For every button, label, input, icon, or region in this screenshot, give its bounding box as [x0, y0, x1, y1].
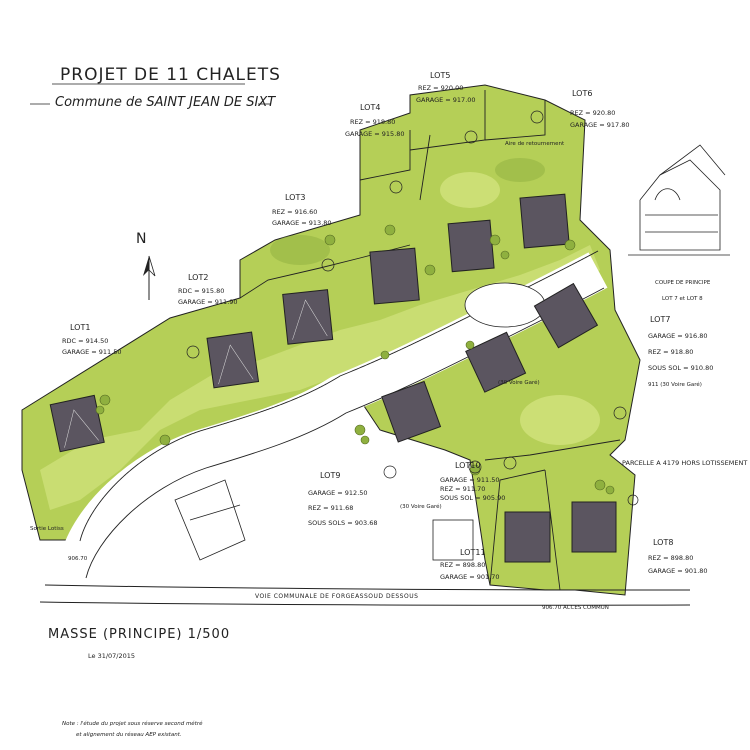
- plan-subtitle: Commune de SAINT JEAN DE SIXT: [55, 95, 276, 110]
- lot-labels: LOT1 RDC = 914.50 GARAGE = 911.50 LOT2 R…: [62, 71, 713, 581]
- svg-text:SOUS SOLS = 903.68: SOUS SOLS = 903.68: [308, 519, 378, 527]
- main-road: VOIE COMMUNALE DE FORGEASSOUD DESSOUS: [39, 584, 691, 606]
- north-arrow: N: [136, 231, 156, 300]
- svg-text:GARAGE = 917.80: GARAGE = 917.80: [570, 121, 630, 129]
- svg-text:GARAGE = 911.90: GARAGE = 911.90: [178, 298, 238, 306]
- chalets: [49, 193, 617, 563]
- internal-road: [60, 250, 608, 579]
- stat-label-2: (30 Voire Garé): [498, 379, 540, 386]
- chalet-lot1: [49, 394, 105, 453]
- svg-text:REZ = 911.70: REZ = 911.70: [440, 485, 485, 493]
- lot2-label: LOT2 RDC = 915.80 GARAGE = 911.90: [178, 273, 238, 306]
- aire-label: Aire de retournement: [505, 141, 565, 147]
- svg-text:REZ = 898.80: REZ = 898.80: [440, 561, 485, 569]
- chalet-lot6: [519, 193, 570, 249]
- svg-text:REZ = 920.00: REZ = 920.00: [418, 84, 463, 92]
- svg-text:GARAGE = 915.80: GARAGE = 915.80: [345, 130, 405, 138]
- svg-text:GARAGE = 901.70: GARAGE = 901.70: [440, 573, 500, 581]
- svg-text:RDC = 914.50: RDC = 914.50: [62, 337, 108, 345]
- svg-text:LOT10: LOT10: [455, 461, 481, 470]
- lot8-label: LOT8 REZ = 898.80 GARAGE = 901.80: [648, 538, 708, 575]
- entree-cote: 906.70: [68, 556, 88, 562]
- svg-text:LOT5: LOT5: [430, 71, 450, 80]
- chalet-lot7: [533, 282, 599, 349]
- note-line-1: Note : l'étude du projet sous réserve se…: [62, 720, 203, 727]
- svg-text:LOT3: LOT3: [285, 193, 305, 202]
- svg-text:REZ = 916.60: REZ = 916.60: [272, 208, 317, 216]
- chalet-lot2: [206, 331, 260, 389]
- scale-label: MASSE (PRINCIPE) 1/500: [48, 627, 230, 642]
- svg-text:REZ = 918.80: REZ = 918.80: [350, 118, 395, 126]
- chalet-lot11: [571, 501, 617, 553]
- svg-text:LOT8: LOT8: [653, 538, 673, 547]
- svg-text:GARAGE = 911.50: GARAGE = 911.50: [440, 476, 500, 484]
- chalet-lot8: [465, 331, 527, 393]
- lot9-label: LOT9 GARAGE = 912.50 REZ = 911.68 SOUS S…: [308, 471, 378, 527]
- lot5-label: LOT5 REZ = 920.00 GARAGE = 917.00: [416, 71, 476, 104]
- date-label: Le 31/07/2015: [88, 652, 135, 660]
- svg-text:GARAGE = 901.80: GARAGE = 901.80: [648, 567, 708, 575]
- lot7-label: LOT7 GARAGE = 916.80 REZ = 918.80 SOUS S…: [648, 315, 713, 388]
- chalet-lot10: [504, 511, 551, 563]
- entree-label: Sortie Lotiss: [30, 526, 64, 532]
- chalet-lot9: [381, 380, 442, 443]
- trees: [95, 224, 615, 495]
- svg-text:LOT4: LOT4: [360, 103, 380, 112]
- svg-text:911 (30 Voire Garé): 911 (30 Voire Garé): [648, 381, 702, 388]
- svg-text:SOUS SOL = 910.80: SOUS SOL = 910.80: [648, 364, 713, 372]
- lot11-label: LOT11 REZ = 898.80 GARAGE = 901.70: [440, 548, 500, 581]
- svg-text:REZ = 911.68: REZ = 911.68: [308, 504, 353, 512]
- lot3-label: LOT3 REZ = 916.60 GARAGE = 913.80: [272, 193, 332, 227]
- svg-text:LOT11: LOT11: [460, 548, 486, 557]
- svg-text:REZ = 918.80: REZ = 918.80: [648, 348, 693, 356]
- svg-text:LOT2: LOT2: [188, 273, 208, 282]
- svg-text:RDC = 915.80: RDC = 915.80: [178, 287, 224, 295]
- chalet-lot5: [447, 219, 495, 273]
- lot10-label: LOT10 GARAGE = 911.50 REZ = 911.70 SOUS …: [440, 461, 505, 502]
- lot-number-circles: [186, 110, 639, 506]
- svg-text:GARAGE = 911.50: GARAGE = 911.50: [62, 348, 122, 356]
- svg-text:SOUS SOL = 905.90: SOUS SOL = 905.90: [440, 494, 505, 502]
- road-label: VOIE COMMUNALE DE FORGEASSOUD DESSOUS: [255, 593, 418, 600]
- svg-text:LOT7: LOT7: [650, 315, 670, 324]
- chalet-lot4: [369, 247, 420, 305]
- existing-building-2: [432, 519, 474, 561]
- svg-text:GARAGE = 917.00: GARAGE = 917.00: [416, 96, 476, 104]
- plan-title: PROJET DE 11 CHALETS: [60, 65, 281, 85]
- section-drawing: [628, 144, 730, 256]
- svg-text:GARAGE = 912.50: GARAGE = 912.50: [308, 489, 368, 497]
- svg-text:REZ = 898.80: REZ = 898.80: [648, 554, 693, 562]
- acces-label: ACCES COMMUN: [563, 605, 609, 611]
- lot6-label: LOT6 REZ = 920.80 GARAGE = 917.80: [570, 89, 630, 129]
- svg-text:LOT1: LOT1: [70, 323, 90, 332]
- svg-text:GARAGE = 913.80: GARAGE = 913.80: [272, 219, 332, 227]
- coupe-lots-label: LOT 7 et LOT 8: [662, 296, 703, 302]
- lot4-label: LOT4 REZ = 918.80 GARAGE = 915.80: [345, 103, 405, 138]
- stat-label-1: (30 Voire Garé): [400, 503, 442, 510]
- note-line-2: et alignement du réseau AEP existant.: [76, 731, 182, 738]
- existing-building: [174, 479, 246, 561]
- north-letter: N: [136, 231, 146, 247]
- coupe-label: COUPE DE PRINCIPE: [655, 280, 711, 286]
- svg-text:GARAGE = 916.80: GARAGE = 916.80: [648, 332, 708, 340]
- acces-cote: 906.70: [542, 605, 562, 611]
- lot1-label: LOT1 RDC = 914.50 GARAGE = 911.50: [62, 323, 122, 356]
- svg-text:REZ = 920.80: REZ = 920.80: [570, 109, 615, 117]
- parcelle-label: PARCELLE A 4179 HORS LOTISSEMENT: [622, 459, 747, 467]
- svg-text:LOT9: LOT9: [320, 471, 340, 480]
- chalet-lot3: [282, 289, 334, 345]
- svg-text:LOT6: LOT6: [572, 89, 592, 98]
